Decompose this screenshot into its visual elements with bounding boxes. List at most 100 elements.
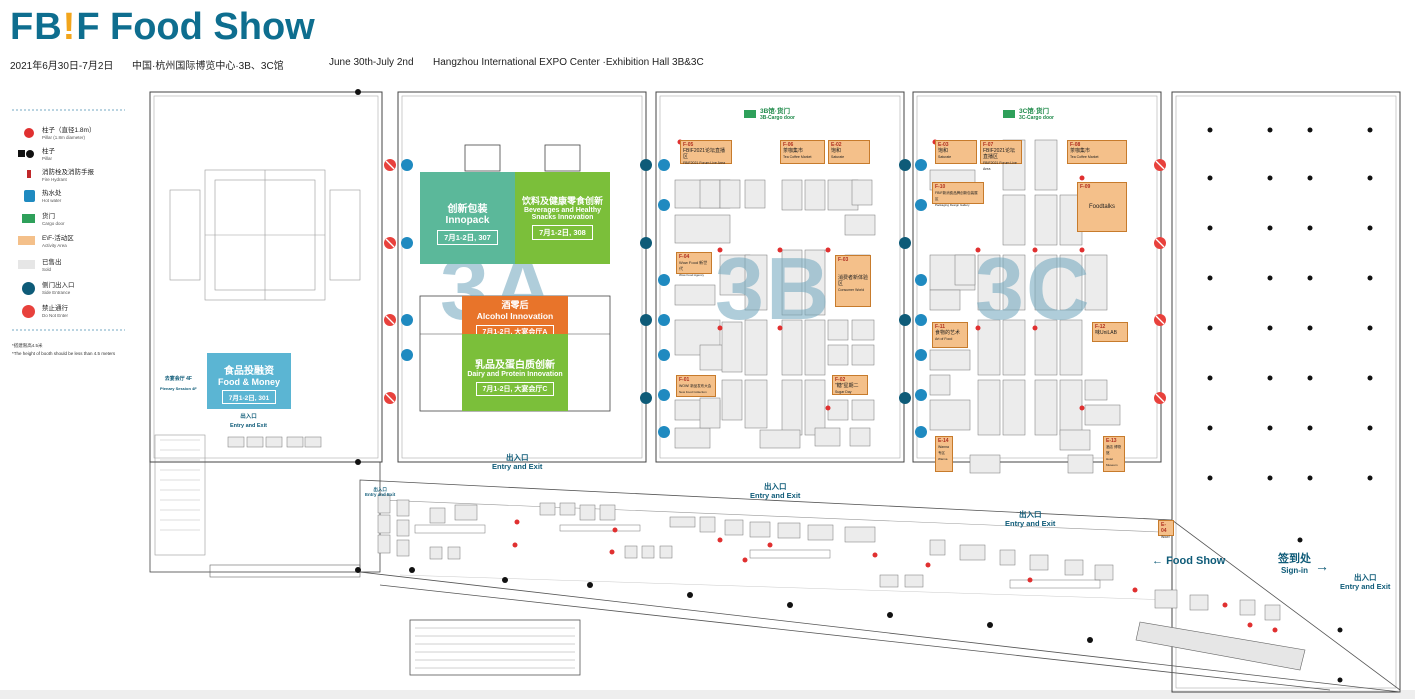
sign-in-direction[interactable]: 签到处 Sign-in [1278,553,1311,577]
legend-label-cn: 已售出 [42,259,62,266]
activity-en: Wow Food Agency [679,273,704,277]
zone-alcohol-cn: 酒零后 [501,300,529,310]
activity-cn: 饱和 [938,148,949,154]
activity-id: E-04 [1161,522,1167,534]
activity-id: E-13 [1106,438,1117,444]
zone-dairy[interactable]: 乳品及蛋白质创新 Dairy and Protein Innovation 7月… [462,334,568,411]
activity-id: F-06 [783,142,794,148]
activity-id: F-05 [683,142,694,148]
legend-note-en: *The height of booth should be less than… [12,351,116,356]
legend-label-cn: 柱子（直径1.8m） [42,127,96,134]
date-cn: 2021年6月30日-7月2日 [10,61,114,72]
activity-id: F-07 [983,142,994,148]
entry-en: Entry and Exit [750,491,801,500]
activity-en: New Food Collection [679,390,707,394]
activity-cn: 酒店 博物馆 [1106,445,1121,455]
activity-id: F-12 [1095,324,1106,330]
legend-label-cn: 热水处 [42,190,62,197]
entry-cn: 出入口 [763,482,787,491]
fire-hydrant-icon [12,169,34,185]
activity-cn: 饱和 [831,148,842,154]
entry-cn: 出入口 [1018,510,1042,519]
logo-part-2: ! [62,6,77,48]
activity-id: F-04 [679,254,690,260]
arrow-right-icon: → [1315,558,1329,574]
hot-water-icon [12,190,35,206]
venue-cn: 中国·杭州国际博览中心·3B、3C馆 [132,61,284,72]
activity-id: E-03 [938,142,949,148]
legend-label-en: Cargo door [42,221,65,226]
legend-label-cn: 柱子 [42,148,55,155]
zone-dairy-cn: 乳品及蛋白质创新 [475,360,555,371]
zone-alcohol[interactable]: 酒零后 Alcohol Innovation 7月1-2日, 大宴会厅A [462,296,568,339]
legend-label-cn: 侧门出入口 [42,282,75,289]
activity-cn: 茶咖集市 [783,148,804,154]
sign-in-en: Sign-in [1280,566,1309,575]
legend-label-en: Side Entrance [42,290,71,295]
food-show-direction[interactable]: ← Food Show [1152,555,1225,567]
food-show-label: Food Show [1166,555,1226,567]
activity-id: F-10 [935,184,946,190]
sign-in-cn: 签到处 [1278,553,1311,565]
zone-beverages[interactable]: 饮料及健康零食创新 Beverages and Healthy Snacks I… [515,172,610,264]
zone-money-cn: 食品投融资 [224,366,274,377]
activity-en: Consumer World [838,288,865,292]
arrow-left-icon: ← [1152,555,1163,567]
activity-en: Sugar Day [835,390,852,394]
activity-cn: FBIF新消费品牌创新包装展区 [935,191,978,201]
cargo-truck-icon [12,213,35,229]
hall-3b-label: 3B [715,239,832,338]
legend-label-cn: E\F-活动区 [42,235,74,242]
zone-innopack-date: 7月1-2日, 307 [437,230,498,245]
zone-innopack-cn: 创新包装 [447,204,488,215]
plenary-cn: 去宴会厅 4F [164,376,192,382]
legend-label-cn: 货门 [42,213,55,220]
activity-cn: "糖"星期二 [835,383,859,389]
activity-cn: 消费者新体验区 [838,275,869,287]
zone-beverages-cn: 饮料及健康零食创新 [521,196,603,206]
pillar-black-icon [12,148,34,164]
legend-item-pillar-round: 柱子（直径1.8m）Pillar (1.8m diameter) [12,127,95,143]
activity-en: Hotel Museum [1106,457,1118,467]
legend-label-en: Hot water [42,198,62,203]
entry-cn: 出入口 [1353,573,1377,582]
page-title: Food Show [110,6,315,48]
zone-dairy-en: Dairy and Protein Innovation [467,371,563,378]
fbif-logo: FB!F [10,6,101,49]
zone-beverages-en2: Snacks Innovation [531,214,594,221]
zone-innopack[interactable]: 创新包装 Innopack 7月1-2日, 307 [420,172,515,264]
activity-area-swatch [12,235,35,251]
zone-food-money[interactable]: 食品投融资 Food & Money 7月1-2日, 301 [207,353,291,409]
activity-en: Saturate [938,155,952,159]
activity-en: Art of Food [935,337,953,341]
